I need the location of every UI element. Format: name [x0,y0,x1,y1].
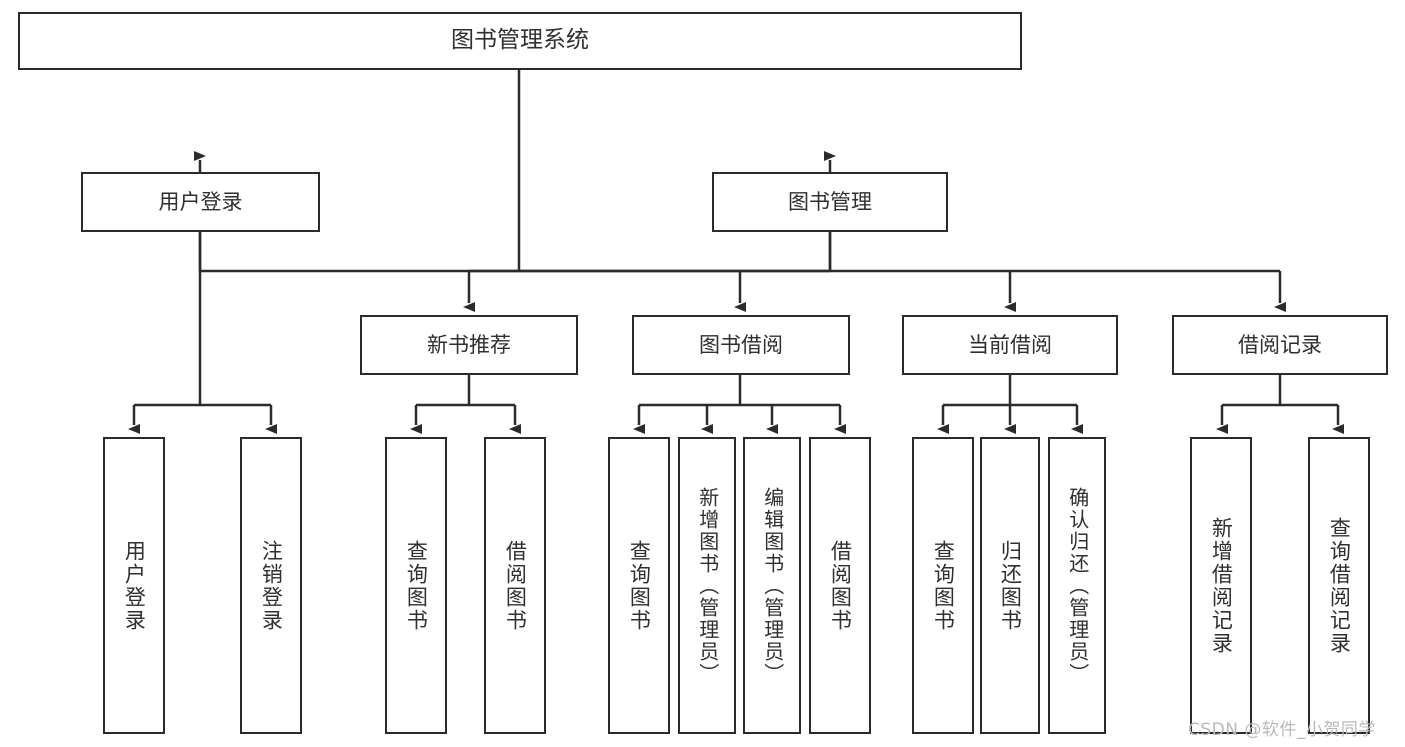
node-leaf-borrow-book-2[interactable]: 借阅图书 [809,437,871,734]
node-leaf-borrow-book-1-label: 借阅图书 [503,539,528,632]
node-book-manage[interactable]: 图书管理 [712,172,948,232]
node-leaf-query-record[interactable]: 查询借阅记录 [1308,437,1370,734]
node-leaf-return-book[interactable]: 归还图书 [980,437,1040,734]
node-leaf-add-book[interactable]: 新增图书（管理员） [678,437,736,734]
node-borrow-record-label: 借阅记录 [1238,332,1322,357]
node-leaf-user-login[interactable]: 用户登录 [103,437,165,734]
node-leaf-add-book-label: 新增图书（管理员） [695,486,720,685]
node-leaf-borrow-book-2-label: 借阅图书 [828,539,853,632]
node-user-login[interactable]: 用户登录 [81,172,320,232]
node-leaf-return-book-label: 归还图书 [998,539,1023,632]
node-leaf-query-book-1[interactable]: 查询图书 [385,437,447,734]
node-leaf-borrow-book-1[interactable]: 借阅图书 [484,437,546,734]
node-leaf-query-book-3[interactable]: 查询图书 [912,437,974,734]
node-current-borrow-label: 当前借阅 [968,332,1052,357]
node-leaf-user-logout[interactable]: 注销登录 [240,437,302,734]
node-book-borrow-label: 图书借阅 [699,332,783,357]
node-user-login-label: 用户登录 [158,189,243,214]
node-leaf-query-record-label: 查询借阅记录 [1327,516,1352,655]
node-leaf-add-record-label: 新增借阅记录 [1209,516,1234,655]
node-leaf-query-book-2-label: 查询图书 [627,539,652,632]
node-root[interactable]: 图书管理系统 [18,12,1022,70]
csdn-watermark: CSDN @软件_小贺同学 [1188,720,1376,740]
node-leaf-edit-book[interactable]: 编辑图书（管理员） [743,437,801,734]
node-new-book-rec-label: 新书推荐 [427,332,511,357]
node-leaf-query-book-1-label: 查询图书 [404,539,429,632]
node-current-borrow[interactable]: 当前借阅 [902,315,1118,375]
node-new-book-rec[interactable]: 新书推荐 [360,315,578,375]
node-leaf-user-login-label: 用户登录 [122,539,147,632]
node-book-manage-label: 图书管理 [788,189,872,214]
node-leaf-edit-book-label: 编辑图书（管理员） [760,486,785,685]
node-leaf-confirm-return-label: 确认归还（管理员） [1065,486,1090,685]
node-leaf-query-book-3-label: 查询图书 [931,539,956,632]
node-book-borrow[interactable]: 图书借阅 [632,315,850,375]
node-leaf-user-logout-label: 注销登录 [259,539,284,632]
node-leaf-add-record[interactable]: 新增借阅记录 [1190,437,1252,734]
node-borrow-record[interactable]: 借阅记录 [1172,315,1388,375]
node-leaf-query-book-2[interactable]: 查询图书 [608,437,670,734]
node-leaf-confirm-return[interactable]: 确认归还（管理员） [1048,437,1106,734]
node-root-label: 图书管理系统 [451,27,589,54]
